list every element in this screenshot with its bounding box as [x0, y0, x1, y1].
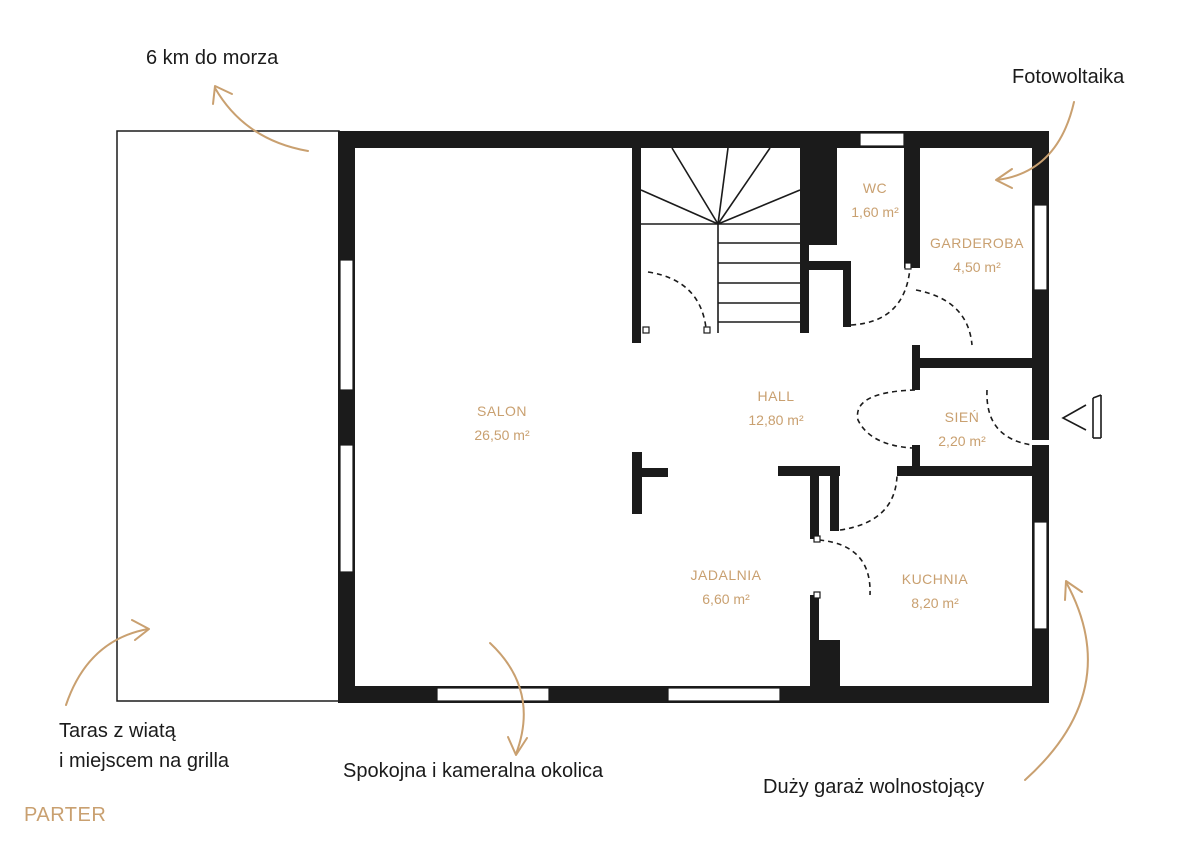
room-labels: SALON 26,50 m² HALL 12,80 m² WC 1,60 m² … — [474, 180, 1024, 611]
interior-walls — [632, 148, 1049, 686]
room-area-sien: 2,20 m² — [938, 433, 986, 449]
room-area-garderoba: 4,50 m² — [953, 259, 1001, 275]
outer-walls — [338, 131, 1049, 703]
curved-arrow-icon-garage — [1024, 580, 1089, 781]
annotation-arrows — [65, 85, 1089, 781]
entrance-marker-icon — [1061, 394, 1102, 439]
curved-arrow-icon-terrace — [65, 619, 150, 706]
room-name-sien: SIEŃ — [945, 409, 980, 425]
annotation-quiet-area: Spokojna i kameralna okolica — [343, 760, 604, 782]
room-name-wc: WC — [863, 180, 887, 196]
annotation-terrace-line1: Taras z wiatą — [59, 720, 176, 742]
room-area-kuchnia: 8,20 m² — [911, 595, 959, 611]
curved-arrow-icon-solar — [995, 101, 1075, 189]
windows — [339, 132, 1048, 702]
room-name-jadalnia: JADALNIA — [691, 567, 762, 583]
room-name-salon: SALON — [477, 403, 527, 419]
annotation-terrace-line2: i miejscem na grilla — [59, 750, 230, 772]
room-area-hall: 12,80 m² — [748, 412, 804, 428]
floor-label: PARTER — [24, 804, 107, 826]
staircase — [640, 147, 801, 333]
room-name-hall: HALL — [757, 388, 794, 404]
annotation-sea-distance: 6 km do morza — [146, 47, 279, 69]
room-name-kuchnia: KUCHNIA — [902, 571, 969, 587]
annotation-garage: Duży garaż wolnostojący — [763, 776, 985, 798]
room-area-wc: 1,60 m² — [851, 204, 899, 220]
terrace-outline — [116, 130, 340, 702]
room-name-garderoba: GARDEROBA — [930, 235, 1024, 251]
annotation-solar: Fotowoltaika — [1012, 66, 1125, 88]
curved-arrow-icon-sea — [212, 85, 309, 152]
curved-arrow-icon-quiet — [489, 642, 528, 756]
doors — [642, 262, 1033, 599]
room-area-jadalnia: 6,60 m² — [702, 591, 750, 607]
room-area-salon: 26,50 m² — [474, 427, 530, 443]
